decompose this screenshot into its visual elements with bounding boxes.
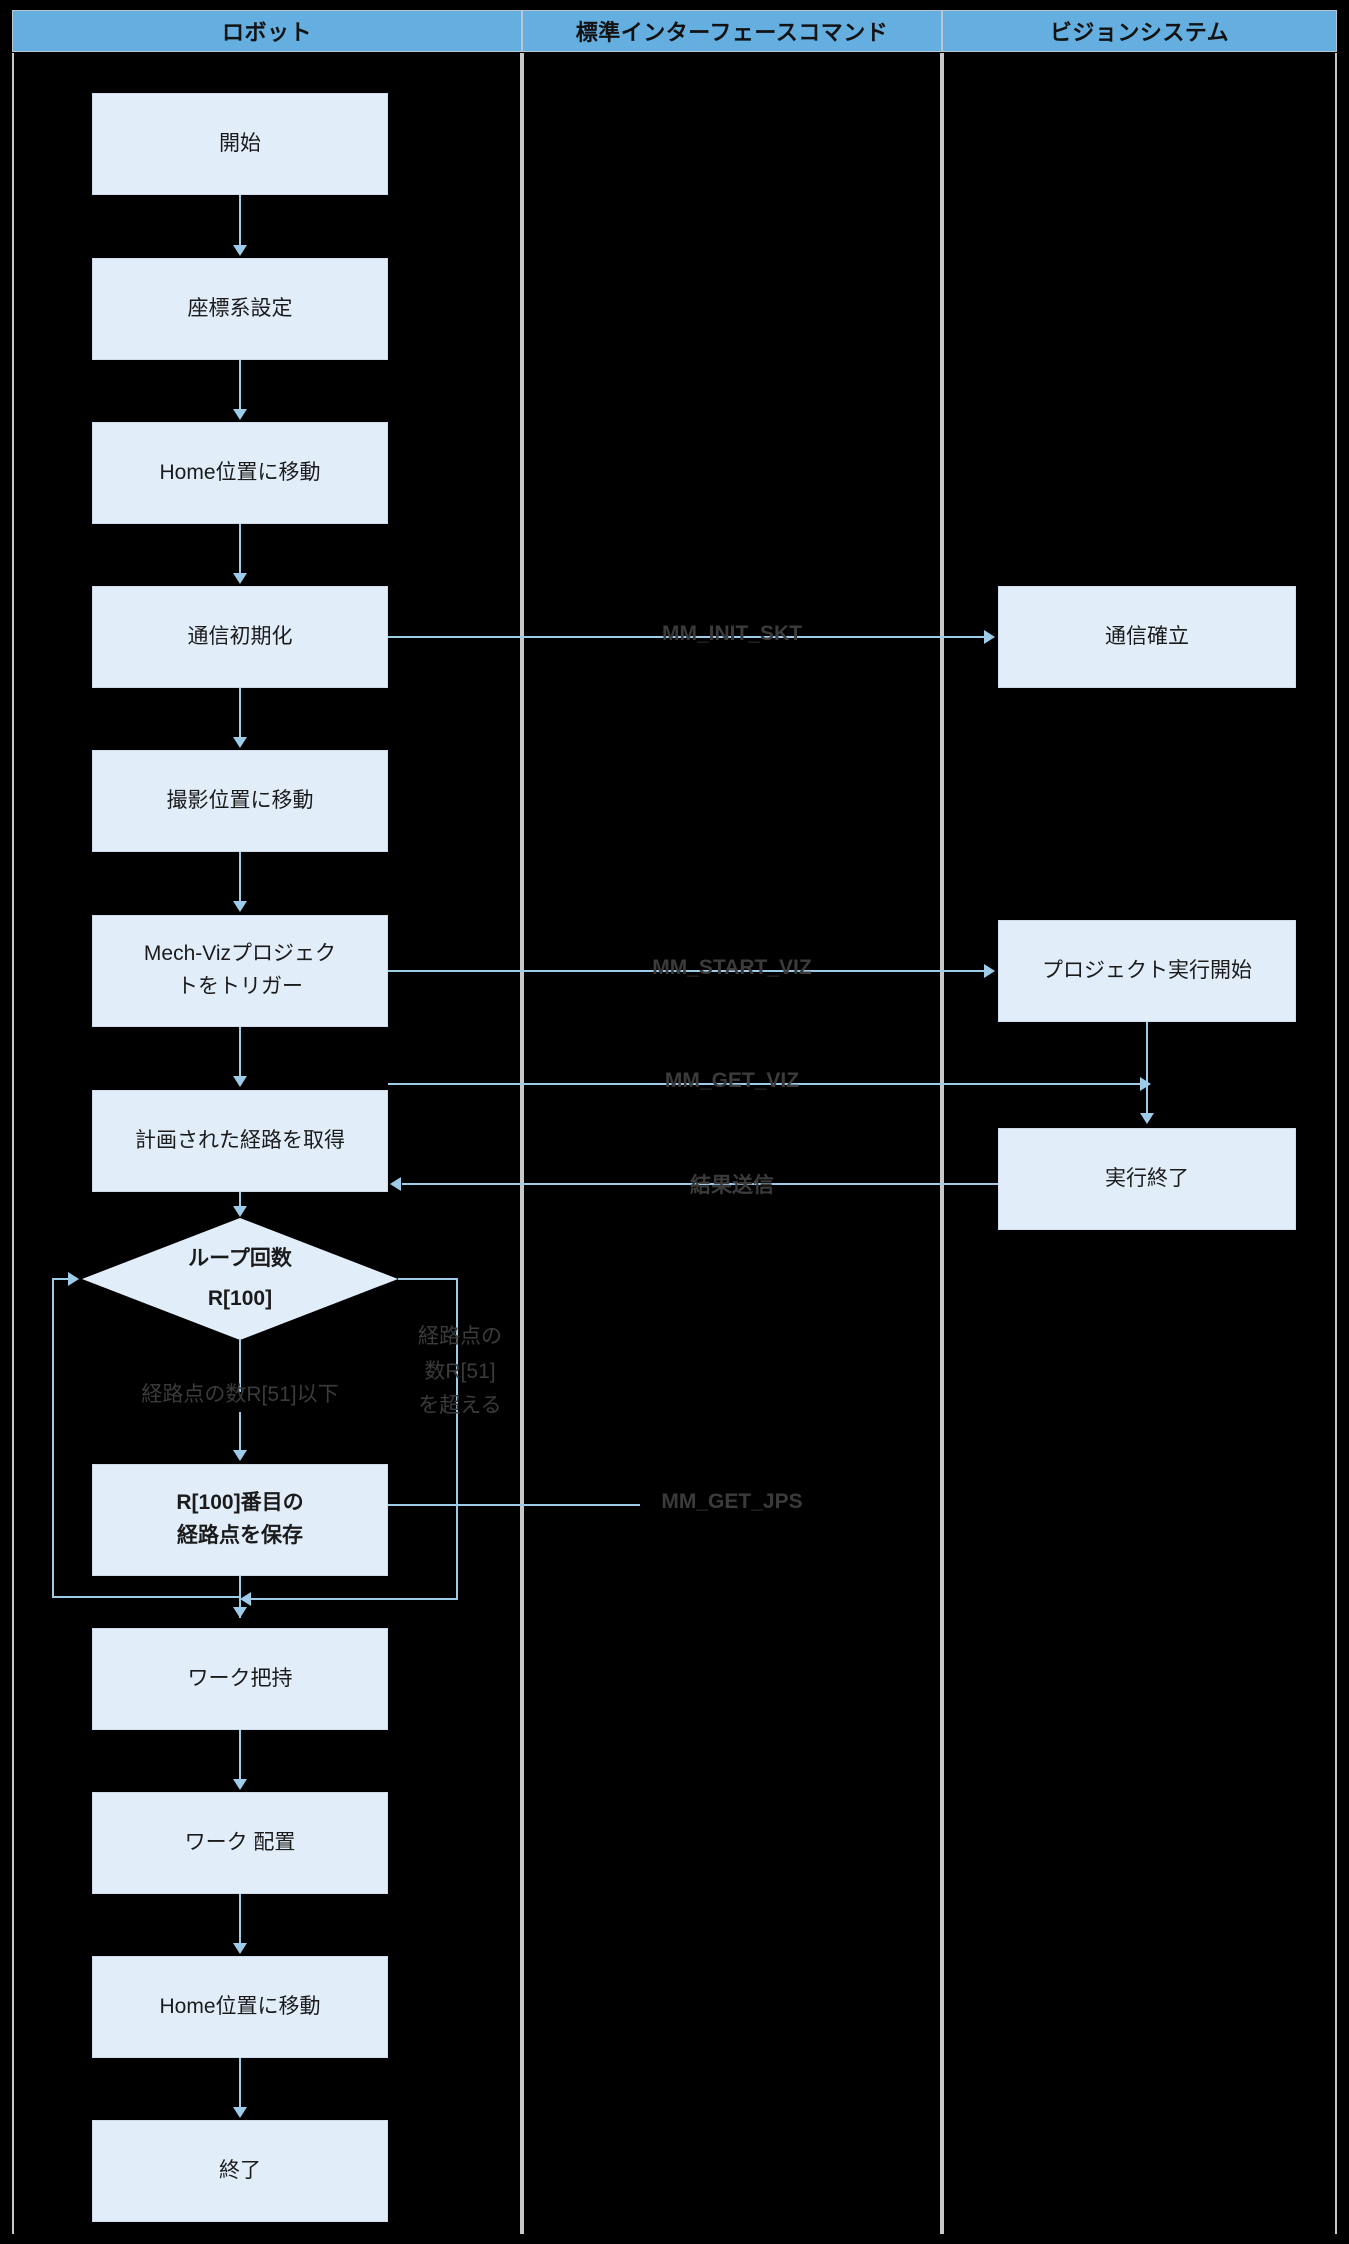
node-save-waypoint[interactable]: R[100]番目の 経路点を保存: [92, 1464, 388, 1576]
connector-init-to-capture: [239, 688, 241, 739]
edge-label-branch-true-line-2: を超える: [418, 1394, 502, 1418]
edge-label-mm-get-jps: MM_GET_JPS: [661, 1490, 803, 1513]
connector-mm-init-skt: [388, 636, 986, 638]
connector-trigger-to-getpath: [239, 1027, 241, 1077]
connector-mm-start-viz: [388, 970, 986, 972]
node-start[interactable]: 開始: [92, 93, 388, 195]
arrowhead-mm-get-viz: [1140, 1077, 1151, 1091]
node-place-workpiece-line-0: ワーク 配置: [184, 1830, 296, 1854]
node-communication-established[interactable]: 通信確立: [998, 586, 1296, 688]
edge-label-branch-true: 経路点の 数R[51] を超える: [385, 1320, 535, 1424]
node-set-coordinate-system-line-0: 座標系設定: [187, 296, 293, 320]
node-move-capture-pose[interactable]: 撮影位置に移動: [92, 750, 388, 852]
node-move-home-2[interactable]: Home位置に移動: [92, 1956, 388, 2058]
connector-home2-to-end: [239, 2058, 241, 2109]
connector-send-result: [402, 1183, 998, 1185]
node-move-home-1[interactable]: Home位置に移動: [92, 422, 388, 524]
arrowhead-start-to-coord: [233, 245, 247, 256]
edge-label-mm-get-viz: MM_GET_VIZ: [664, 1069, 800, 1092]
edge-label-send-result: 結果送信: [690, 1174, 774, 1197]
node-execution-finished[interactable]: 実行終了: [998, 1128, 1296, 1230]
decision-loop-count-line-0: ループ回数: [188, 1247, 292, 1271]
connector-decision-false-upper: [239, 1340, 241, 1392]
arrowhead-home2-to-end: [233, 2107, 247, 2118]
lane-header-vision: ビジョンシステム: [942, 10, 1337, 52]
edge-label-branch-false: 経路点の数R[51]以下: [141, 1383, 339, 1406]
arrowhead-loopback-to-decision: [68, 1272, 79, 1286]
loopback-top-segment: [52, 1278, 72, 1280]
loopback-left-segment: [52, 1279, 54, 1598]
connector-decision-false-lower: [239, 1412, 241, 1451]
arrowhead-place-to-home2: [233, 1943, 247, 1954]
connector-capture-to-trigger: [239, 852, 241, 903]
node-communication-established-line-0: 通信確立: [1105, 624, 1189, 648]
node-move-home-2-line-0: Home位置に移動: [159, 1994, 321, 2018]
connector-pick-to-place: [239, 1730, 241, 1781]
lane-header-command-label: 標準インターフェースコマンド: [575, 20, 889, 45]
node-place-workpiece[interactable]: ワーク 配置: [92, 1792, 388, 1894]
node-pick-workpiece[interactable]: ワーク把持: [92, 1628, 388, 1730]
connector-home1-to-init: [239, 524, 241, 575]
arrowhead-decision-to-save: [233, 1450, 247, 1461]
arrowhead-coord-to-home1: [233, 409, 247, 420]
edge-label-branch-true-line-1: 数R[51]: [424, 1359, 496, 1383]
arrowhead-capture-to-trigger: [233, 901, 247, 912]
connector-place-to-home2: [239, 1894, 241, 1945]
arrowhead-init-to-capture: [233, 737, 247, 748]
node-init-communication[interactable]: 通信初期化: [92, 586, 388, 688]
connector-start-to-coord: [239, 195, 241, 247]
node-trigger-mechviz-line-0: Mech-Vizプロジェク: [143, 942, 337, 966]
arrowhead-vision-start-to-finish: [1140, 1113, 1154, 1124]
node-project-execution-start-line-0: プロジェクト実行開始: [1042, 958, 1252, 982]
loopback-bottom-segment: [52, 1596, 240, 1598]
node-start-line-0: 開始: [219, 131, 261, 155]
arrowhead-branch-true-to-merge: [240, 1592, 251, 1606]
node-move-home-1-line-0: Home位置に移動: [159, 460, 321, 484]
node-save-waypoint-line-0: R[100]番目の: [176, 1491, 304, 1515]
connector-mm-get-viz: [388, 1083, 1148, 1085]
node-get-planned-path-line-0: 計画された経路を取得: [135, 1128, 345, 1152]
node-save-waypoint-line-1: 経路点を保存: [177, 1524, 303, 1547]
edge-label-branch-true-line-0: 経路点の: [418, 1325, 502, 1348]
edge-label-mm-init-skt: MM_INIT_SKT: [661, 622, 802, 645]
arrowhead-getpath-to-decision: [233, 1206, 247, 1217]
arrowhead-home1-to-init: [233, 573, 247, 584]
lane-body-robot: [12, 53, 522, 2234]
arrowhead-merge-to-pick: [233, 1607, 247, 1618]
node-trigger-mechviz-line-1: トをトリガー: [177, 975, 303, 998]
connector-coord-to-home1: [239, 360, 241, 411]
edge-label-mm-start-viz: MM_START_VIZ: [652, 956, 812, 979]
node-trigger-mechviz[interactable]: Mech-Vizプロジェク トをトリガー: [92, 915, 388, 1027]
decision-loop-count[interactable]: ループ回数 R[100]: [82, 1218, 398, 1340]
arrowhead-mm-init-skt: [984, 630, 995, 644]
node-set-coordinate-system[interactable]: 座標系設定: [92, 258, 388, 360]
lane-body-command: [522, 53, 942, 2234]
lane-header-robot: ロボット: [12, 10, 522, 52]
node-move-capture-pose-line-0: 撮影位置に移動: [166, 788, 314, 812]
decision-loop-count-line-1: R[100]: [207, 1287, 273, 1310]
arrowhead-mm-start-viz: [984, 964, 995, 978]
lane-body-vision: [942, 53, 1337, 2234]
lane-header-vision-label: ビジョンシステム: [1049, 20, 1230, 45]
node-project-execution-start[interactable]: プロジェクト実行開始: [998, 920, 1296, 1022]
arrowhead-send-result: [390, 1177, 401, 1191]
lane-header-command: 標準インターフェースコマンド: [522, 10, 942, 52]
node-pick-workpiece-line-0: ワーク把持: [187, 1666, 293, 1690]
node-init-communication-line-0: 通信初期化: [187, 624, 293, 648]
node-end-line-0: 終了: [219, 2158, 261, 2182]
node-end[interactable]: 終了: [92, 2120, 388, 2222]
branch-true-right-segment: [456, 1278, 458, 1600]
branch-true-bottom-segment: [250, 1598, 458, 1600]
connector-getpath-to-decision: [239, 1192, 241, 1207]
connector-mm-get-jps: [388, 1504, 640, 1506]
connector-vision-start-to-finish: [1146, 1022, 1148, 1114]
branch-true-top-segment: [398, 1278, 458, 1280]
arrowhead-pick-to-place: [233, 1779, 247, 1790]
lane-header-robot-label: ロボット: [221, 20, 312, 45]
node-execution-finished-line-0: 実行終了: [1105, 1166, 1189, 1190]
arrowhead-trigger-to-getpath: [233, 1076, 247, 1087]
node-get-planned-path[interactable]: 計画された経路を取得: [92, 1090, 388, 1192]
